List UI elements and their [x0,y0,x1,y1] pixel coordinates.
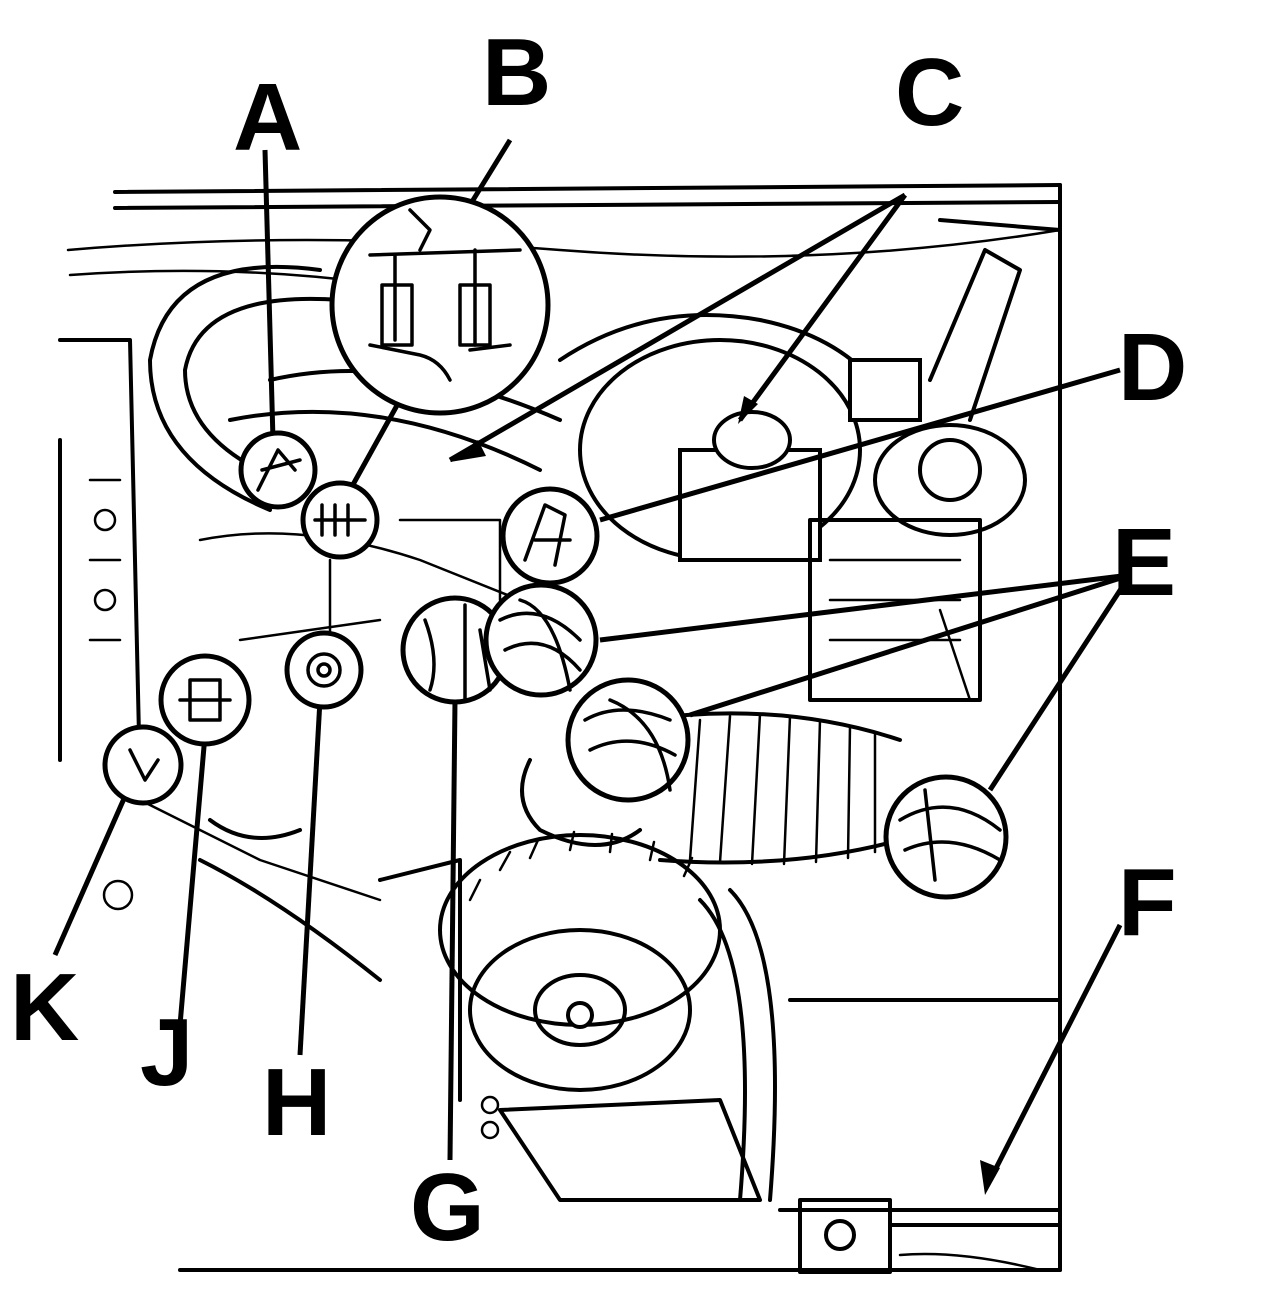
callout-label-f: F [1118,849,1177,956]
callout-circle-b-sub [300,480,380,560]
callout-label-d: D [1118,314,1187,421]
leader-line-b [467,138,513,207]
leader-line-g [447,699,458,1161]
leader-line-e1 [599,572,1131,643]
callout-label-c: C [895,39,964,146]
leader-line-e3 [987,573,1133,792]
leader-line-k [52,783,133,957]
callout-label-a: A [233,64,302,171]
engine-bay-lineart [58,183,1062,1274]
arrowhead-c2 [738,396,758,424]
callout-label-e: E [1112,509,1176,616]
callout-circle-b [329,194,551,416]
arrowhead-c1 [450,440,486,462]
leader-line-c1 [448,192,907,463]
leader-line-b2 [347,398,403,492]
leader-line-h [297,699,323,1056]
leader-line-a [262,149,276,441]
callout-circle-e3 [883,774,1009,900]
callout-circle-e1 [483,582,599,698]
callout-label-j: J [140,999,193,1106]
callout-labels: A B C D E F G H J K [10,19,1187,1261]
callout-label-k: K [10,954,79,1061]
arrowhead-f [980,1160,1000,1195]
leader-line-c2 [737,193,908,422]
callout-label-g: G [410,1154,485,1261]
callout-circle-k [102,724,184,806]
callout-circle-a [238,430,318,510]
leader-line-d [599,367,1121,523]
callout-circle-d [500,486,600,586]
leader-line-e2 [689,572,1131,718]
callout-circle-g [400,595,510,705]
callout-label-b: B [482,19,551,126]
callout-circle-e2 [565,677,691,803]
leader-lines [52,138,1133,1195]
callout-circle-j [158,653,252,747]
leader-line-f [987,923,1123,1182]
callout-label-h: H [262,1049,331,1156]
leader-line-j [177,734,208,1026]
callout-circle-h [284,630,364,710]
